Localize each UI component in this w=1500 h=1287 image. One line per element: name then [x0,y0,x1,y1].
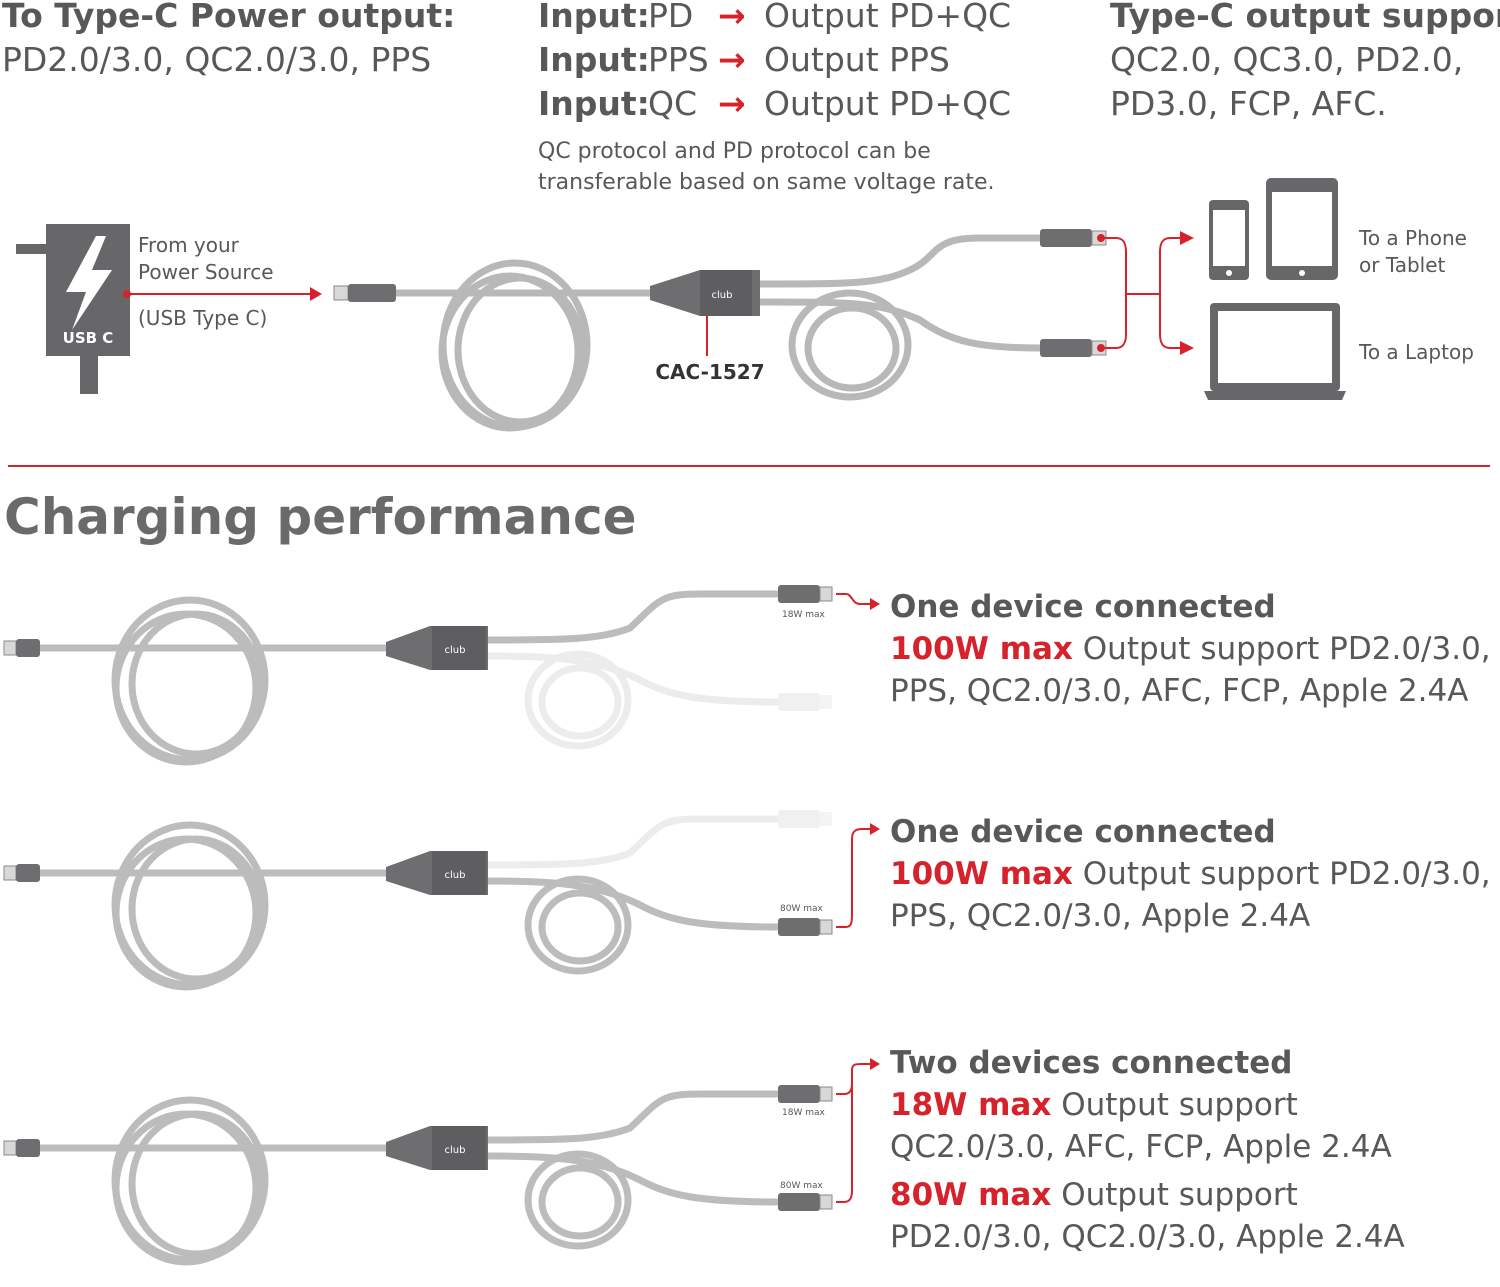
scenario-detail: PPS, QC2.0/3.0, AFC, FCP, Apple 2.4A [890,673,1469,709]
port-label: 18W max [782,610,825,620]
charger-icon: USB C [16,224,130,394]
io-row-3: Input: QC → Output PD+QC [538,82,1011,126]
laptop-label: To a Laptop [1359,340,1474,364]
input-output-block: Input: PD → Output PD+QC Input: PPS → Ou… [538,0,1011,198]
scenario-line: 100W max Output support PD2.0/3.0, [890,628,1491,670]
section-divider [8,465,1490,467]
io-row-label: Input: [538,0,650,35]
protocol-note-1: QC protocol and PD protocol can be [538,139,931,164]
phone-label-2: or Tablet [1359,253,1446,277]
io-row-label: Input: [538,84,650,123]
port-label: 80W max [780,1181,823,1191]
scenario-heading: One device connected [890,589,1276,625]
scenario-detail: Output support [1051,1177,1298,1213]
performance-title: Charging performance [4,488,637,546]
scenario-detail: PPS, QC2.0/3.0, Apple 2.4A [890,898,1311,934]
scenario-line: QC2.0/3.0, AFC, FCP, Apple 2.4A [890,1126,1405,1168]
scenario-2-text: One device connected 100W max Output sup… [890,811,1491,937]
io-row-1: Input: PD → Output PD+QC [538,0,1011,38]
io-row-input: QC [648,84,698,123]
io-row-output: Output PPS [764,40,950,79]
scenario-detail: PD2.0/3.0, QC2.0/3.0, Apple 2.4A [890,1219,1405,1255]
phone-icon [1209,200,1249,280]
output-routing [1097,234,1180,352]
main-cable [396,259,655,432]
brand-logo: club [445,645,466,656]
output-plug-top [1040,229,1107,247]
io-row-input: PD [648,0,694,35]
type-c-support-line1: QC2.0, QC3.0, PD2.0, [1110,40,1464,79]
port-label: 18W max [782,1108,825,1118]
source-line-2: Power Source [138,260,274,284]
scenario-heading: Two devices connected [890,1045,1293,1081]
power-output-block: To Type-C Power output: PD2.0/3.0, QC2.0… [2,0,455,82]
scenario-3-text: Two devices connected 18W max Output sup… [890,1042,1405,1258]
scenario-line: 80W max Output support [890,1174,1405,1216]
source-arrow [123,287,322,301]
connection-diagram: USB C club CAC-1527 [16,178,1346,432]
input-plug [333,284,396,302]
type-c-support-block: Type-C output support: QC2.0, QC3.0, PD2… [1110,0,1500,126]
scenario-detail: Output support PD2.0/3.0, [1072,631,1491,667]
branch-cables [759,234,1041,401]
scenario-highlight: 100W max [890,631,1073,667]
brand-logo: club [445,870,466,881]
arrow-icon: → [718,84,746,123]
scenario-heading: One device connected [890,814,1276,850]
source-type: (USB Type C) [138,306,268,330]
output-plug-bottom [1040,339,1107,357]
brand-logo: club [712,290,733,301]
charger-label: USB C [63,329,114,347]
laptop-icon [1204,303,1346,400]
scenario-3-diagram: club 18W max 80W max [3,1058,880,1262]
power-output-title: To Type-C Power output: [2,0,456,35]
scenario-line: 100W max Output support PD2.0/3.0, [890,853,1491,895]
brand-logo: club [445,1145,466,1156]
tablet-icon [1266,178,1338,280]
scenario-line: PPS, QC2.0/3.0, AFC, FCP, Apple 2.4A [890,670,1491,712]
scenario-detail: QC2.0/3.0, AFC, FCP, Apple 2.4A [890,1129,1392,1165]
source-line-1: From your [138,233,239,257]
model-number: CAC-1527 [655,360,764,384]
io-row-2: Input: PPS → Output PPS [538,38,995,82]
io-row-output: Output PD+QC [764,0,1012,35]
io-row-label: Input: [538,40,650,79]
power-output-value: PD2.0/3.0, QC2.0/3.0, PPS [2,40,432,79]
scenario-line: PPS, QC2.0/3.0, Apple 2.4A [890,895,1491,937]
scenario-detail: Output support [1051,1087,1298,1123]
io-row-output: Output PD+QC [764,84,1012,123]
phone-label-1: To a Phone [1359,226,1467,250]
io-row-input: PPS [648,40,709,79]
arrow-icon: → [718,40,746,79]
type-c-support-line2: PD3.0, FCP, AFC. [1110,84,1387,123]
port-label: 80W max [780,904,823,914]
scenario-1-diagram: club 18W max [3,585,880,762]
scenario-1-text: One device connected 100W max Output sup… [890,586,1491,712]
arrow-icon: → [718,0,746,35]
scenario-line: PD2.0/3.0, QC2.0/3.0, Apple 2.4A [890,1216,1405,1258]
scenario-highlight: 18W max [890,1087,1052,1123]
scenario-line: 18W max Output support [890,1084,1405,1126]
scenario-highlight: 80W max [890,1177,1052,1213]
protocol-note-2: transferable based on same voltage rate. [538,170,995,195]
performance-diagrams: club 18W max club 80W max [3,585,880,1287]
scenario-2-diagram: club 80W max [3,810,880,987]
scenario-highlight: 100W max [890,856,1073,892]
scenario-detail: Output support PD2.0/3.0, [1072,856,1491,892]
type-c-support-title: Type-C output support: [1110,0,1500,35]
cable-hub: club [650,270,760,316]
